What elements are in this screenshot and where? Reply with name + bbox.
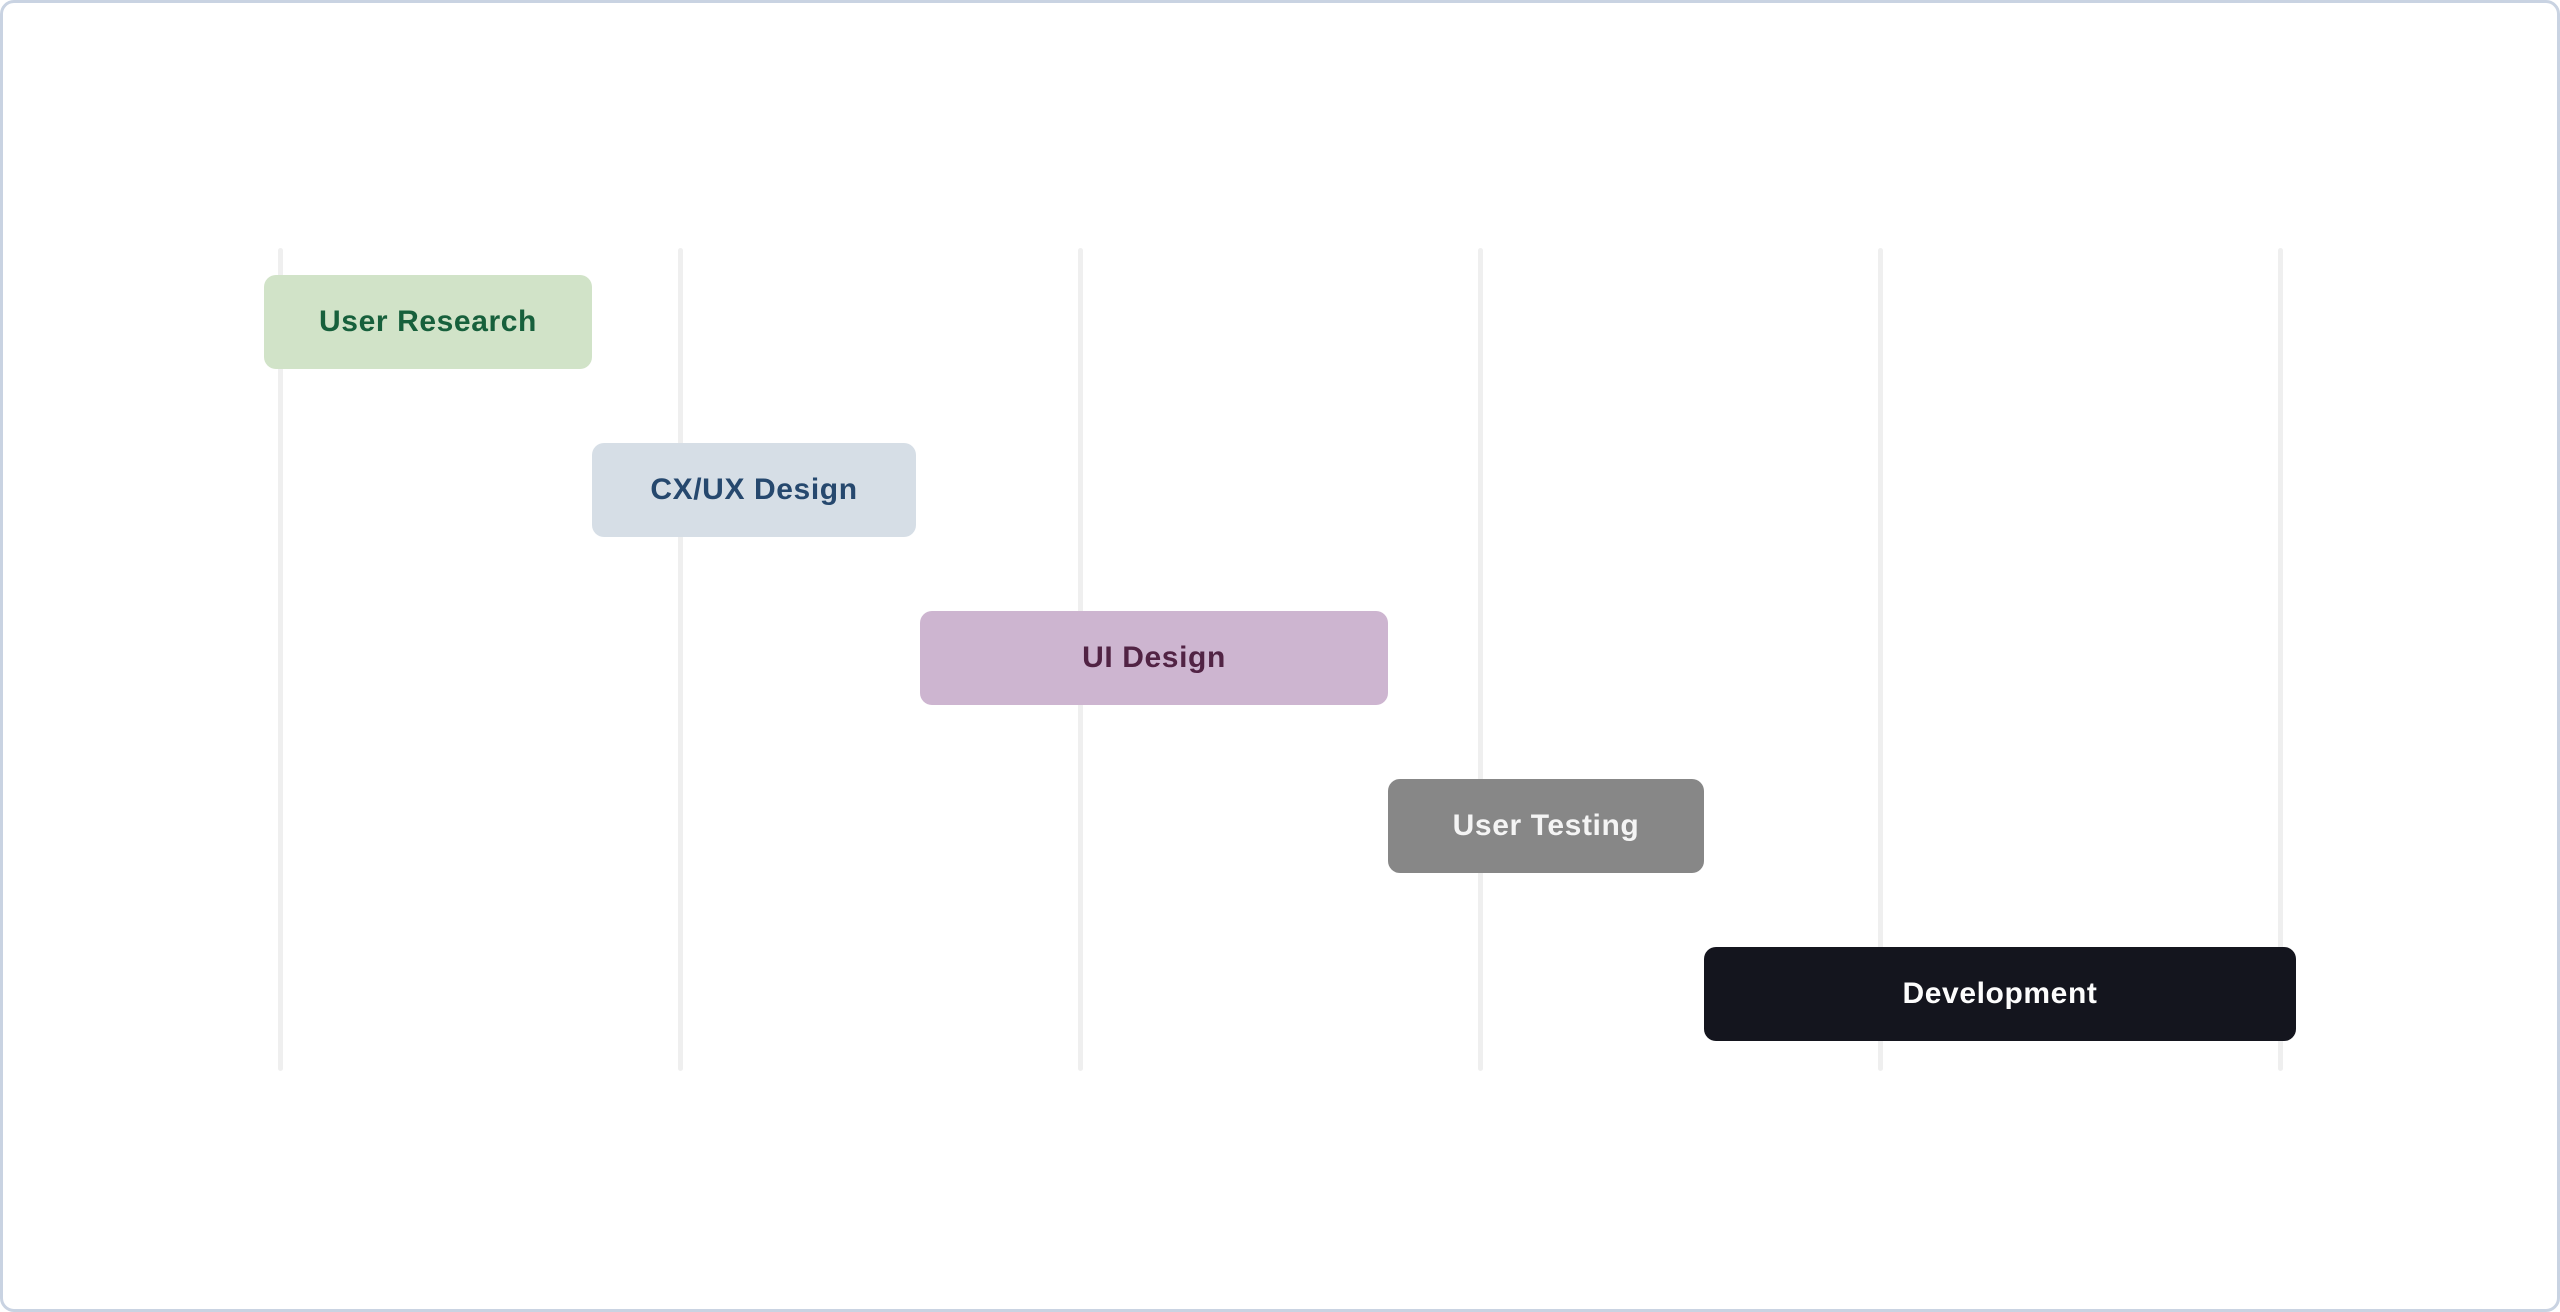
gantt-bar-label: Development [1902, 977, 2098, 1010]
gantt-bar-label: UI Design [1082, 641, 1226, 674]
gantt-bar-user-research: User Research [264, 275, 592, 369]
gantt-bar-cx-ux-design: CX/UX Design [592, 443, 916, 537]
gridline [2278, 248, 2283, 1071]
gantt-bar-label: User Research [319, 305, 537, 338]
gantt-bar-development: Development [1704, 947, 2296, 1041]
gantt-bar-ui-design: UI Design [920, 611, 1388, 705]
gridline [1478, 248, 1483, 1071]
gridline [678, 248, 683, 1071]
gantt-bar-label: CX/UX Design [650, 473, 858, 506]
gantt-bar-user-testing: User Testing [1388, 779, 1704, 873]
gridline [1878, 248, 1883, 1071]
gantt-bar-label: User Testing [1452, 809, 1640, 842]
gridline [278, 248, 283, 1071]
